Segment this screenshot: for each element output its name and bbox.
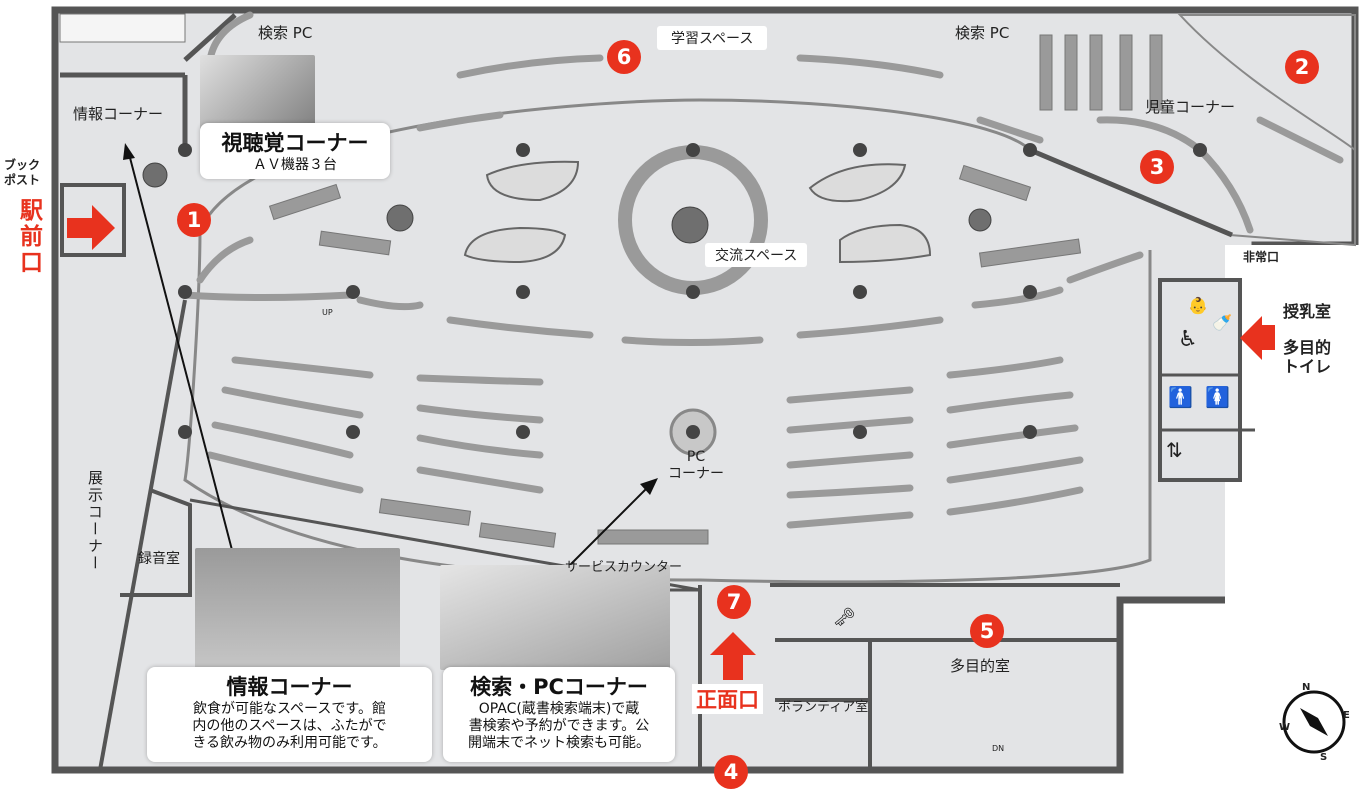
dn-label: DN: [992, 744, 1005, 753]
baby-bottle-icon: 🍼: [1212, 313, 1232, 332]
wall-av: [183, 13, 237, 62]
lower-room-walls: [698, 583, 1120, 770]
info-card: 情報コーナー 飲食が可能なスペースです。館 内の他のスペースは、ふたがで きる飲…: [147, 667, 432, 762]
station-arrow-icon: [67, 205, 115, 250]
tree-icon: [142, 162, 992, 244]
stair-area: [1225, 245, 1365, 715]
compass-w: W: [1279, 722, 1291, 733]
wall-exhibit: [98, 299, 187, 771]
marker-4[interactable]: 4: [714, 755, 748, 789]
exchange-space-label: 交流スペース: [705, 243, 808, 267]
search-card-title: 検索・PCコーナー: [470, 675, 648, 699]
shelves: [181, 11, 1344, 529]
nursing-arrow-icon: [1240, 316, 1275, 360]
male-toilet-icon: 🚹: [1168, 385, 1193, 409]
av-card-desc: ＡＶ機器３台: [253, 157, 337, 173]
pc-corner-label: PC コーナー: [668, 449, 724, 482]
pillars: [178, 143, 1207, 439]
info-card-title: 情報コーナー: [226, 675, 353, 699]
arrow-icon: [127, 149, 651, 576]
toilet-label: 多目的 トイレ: [1283, 338, 1332, 376]
search-card: 検索・PCコーナー OPAC(蔵書検索端末)で蔵 書検索や予約ができます。公 開…: [443, 667, 675, 762]
compass-e: E: [1343, 710, 1350, 721]
female-toilet-icon: 🚺: [1205, 385, 1230, 409]
marker-5[interactable]: 5: [970, 614, 1004, 648]
info-corner-label: 情報コーナー: [73, 105, 164, 123]
marker-1[interactable]: 1: [177, 203, 211, 237]
compass-n: N: [1302, 682, 1311, 693]
main-entrance-label: 正面口: [692, 684, 763, 714]
exhibition-label: 展示コーナー: [86, 470, 104, 572]
av-photo: [200, 55, 315, 130]
search-pc-left-label: 検索 PC: [258, 24, 313, 42]
rect-shelves: [268, 34, 1163, 548]
wheelchair-icon: ♿: [1178, 327, 1198, 352]
children-area: [1029, 14, 1356, 247]
marker-3[interactable]: 3: [1140, 150, 1174, 184]
recording-room-label: 録音室: [138, 551, 180, 567]
elevator-icon: ⇅: [1166, 438, 1183, 462]
toilet-block: [1158, 278, 1242, 482]
book-post-label: ブック ポスト: [4, 158, 41, 187]
locker-icon: 🗝: [833, 607, 856, 628]
compass-s: S: [1320, 752, 1328, 763]
children-wall: [1029, 147, 1233, 238]
up-label: UP: [322, 308, 333, 317]
baby-icon: 👶: [1188, 296, 1208, 315]
search-pc-right-label: 検索 PC: [955, 24, 1010, 42]
marker-6[interactable]: 6: [607, 40, 641, 74]
emergency-exit-label: 非常口: [1243, 250, 1280, 264]
volunteer-room-label: ボランティア室: [778, 700, 869, 715]
info-photo: [195, 548, 400, 678]
search-card-desc: OPAC(蔵書検索端末)で蔵 書検索や予約ができます。公 開端末でネット検索も可…: [468, 701, 650, 751]
av-card-title: 視聴覚コーナー: [221, 131, 369, 155]
search-photo: [440, 565, 670, 670]
main-arrow-icon: [710, 632, 756, 680]
service-counter-label: サービスカウンター: [565, 560, 683, 575]
compass-icon: [1274, 680, 1354, 764]
station-exit-label: 駅 前 口: [20, 198, 43, 276]
tables: [463, 160, 932, 264]
study-space-label: 学習スペース: [657, 26, 768, 50]
info-card-desc: 飲食が可能なスペースです。館 内の他のスペースは、ふたがで きる飲み物のみ利用可…: [192, 701, 387, 751]
marker-2[interactable]: 2: [1285, 50, 1319, 84]
av-card: 視聴覚コーナー ＡＶ機器３台: [200, 123, 390, 179]
stair-top-left: [59, 13, 186, 43]
recording-room-wall: [120, 488, 192, 597]
multipurpose-room-label: 多目的室: [950, 657, 1011, 675]
nursing-room-label: 授乳室: [1283, 302, 1332, 321]
marker-7[interactable]: 7: [717, 585, 751, 619]
children-corner-label: 児童コーナー: [1145, 98, 1236, 116]
